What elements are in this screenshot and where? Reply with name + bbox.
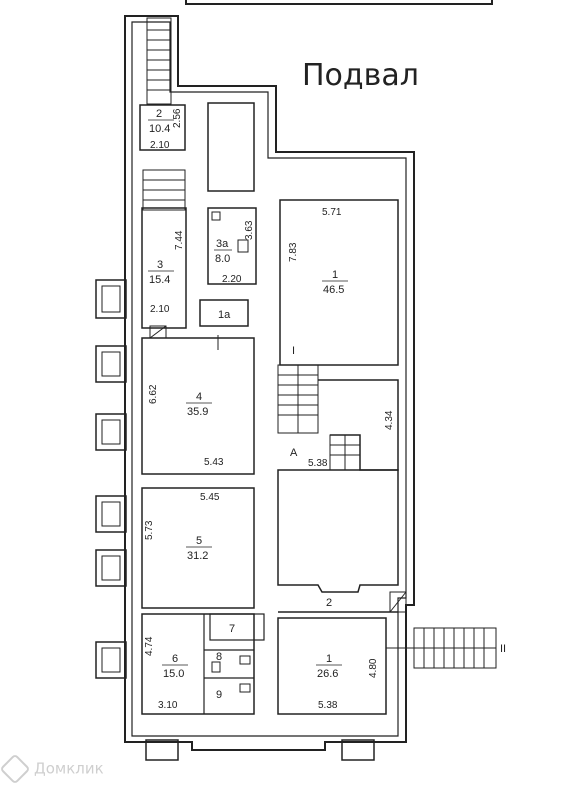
room-5-dim-height: 5.73: [144, 520, 155, 540]
room-6-area: 15.0: [163, 668, 184, 680]
room-3a-number: 3а: [216, 238, 229, 250]
room-3-area: 15.4: [149, 274, 170, 286]
watermark-logo-icon: [0, 753, 31, 785]
window-pits: [95, 279, 375, 761]
lower-hall-walls: [277, 469, 399, 593]
room-3-dim-width: 2.10: [150, 304, 170, 315]
room-1-walls: [279, 199, 399, 366]
room-5-area: 31.2: [187, 550, 208, 562]
stair-i-mark: I: [292, 345, 295, 357]
room-4-area: 35.9: [187, 406, 208, 418]
room-6-walls: [141, 613, 255, 715]
inner-wall: [131, 21, 407, 737]
room-1b-area: 26.6: [317, 668, 338, 680]
room-1a-walls: [199, 299, 249, 327]
top-frame: [185, 0, 493, 5]
room-2b-number: 2: [326, 597, 332, 609]
room-7-walls: [209, 613, 265, 641]
room-5-walls: [141, 487, 255, 609]
room-a-dim-height: 4.34: [384, 410, 395, 430]
room-2-walls: [139, 104, 186, 151]
room-9-number: 9: [216, 689, 222, 701]
room-1b-number: 1: [326, 653, 332, 665]
room-5-number: 5: [196, 535, 202, 547]
stair-ii-mark: II: [500, 643, 506, 655]
room-3a-dim-width: 2.20: [222, 274, 242, 285]
stair-ii: [413, 627, 497, 669]
room-1-dim-height: 7.83: [288, 242, 299, 262]
room-6-number: 6: [172, 653, 178, 665]
room-6-dim-height: 4.74: [144, 636, 155, 656]
room-3a-area: 8.0: [215, 253, 230, 265]
room-1-dim-width: 5.71: [322, 207, 342, 218]
room-7-number: 7: [229, 623, 235, 635]
room-4-dim-height: 6.62: [148, 384, 159, 404]
room-4-walls: [141, 337, 255, 475]
small-stair: [329, 434, 361, 471]
room-1-area: 46.5: [323, 284, 344, 296]
room-3a-dim-height: 3.63: [244, 220, 255, 240]
mid-stair: [142, 169, 186, 211]
room-6-dim-width: 3.10: [158, 700, 178, 711]
axis-a-mark: A: [290, 447, 298, 459]
room-a-dim-width: 5.38: [308, 458, 328, 469]
room-1a-number: 1а: [218, 309, 231, 321]
room-1b-dim-height: 4.80: [368, 658, 379, 678]
shaft: [207, 102, 255, 192]
room-3-dim-height: 7.44: [174, 230, 185, 250]
room-2-number: 2: [156, 108, 162, 120]
room-2-area: 10.4: [149, 123, 170, 135]
room-4-dim-width: 5.43: [204, 457, 224, 468]
room-4-number: 4: [196, 391, 202, 403]
room-3-number: 3: [157, 259, 163, 271]
room-8-number: 8: [216, 651, 222, 663]
room-2-dim-width: 2.10: [150, 140, 170, 151]
upper-stair: [146, 17, 172, 105]
watermark-text: Домклик: [34, 759, 104, 778]
room-1-number: 1: [332, 269, 338, 281]
page-title: Подвал: [302, 58, 419, 93]
room-3a-walls: [207, 207, 257, 285]
room-5-dim-width: 5.45: [200, 492, 220, 503]
watermark: Домклик: [0, 753, 104, 785]
room-2-dim-height: 2.56: [172, 108, 183, 128]
room-1b-dim-width: 5.38: [318, 700, 338, 711]
room-1b-walls: [277, 617, 387, 715]
